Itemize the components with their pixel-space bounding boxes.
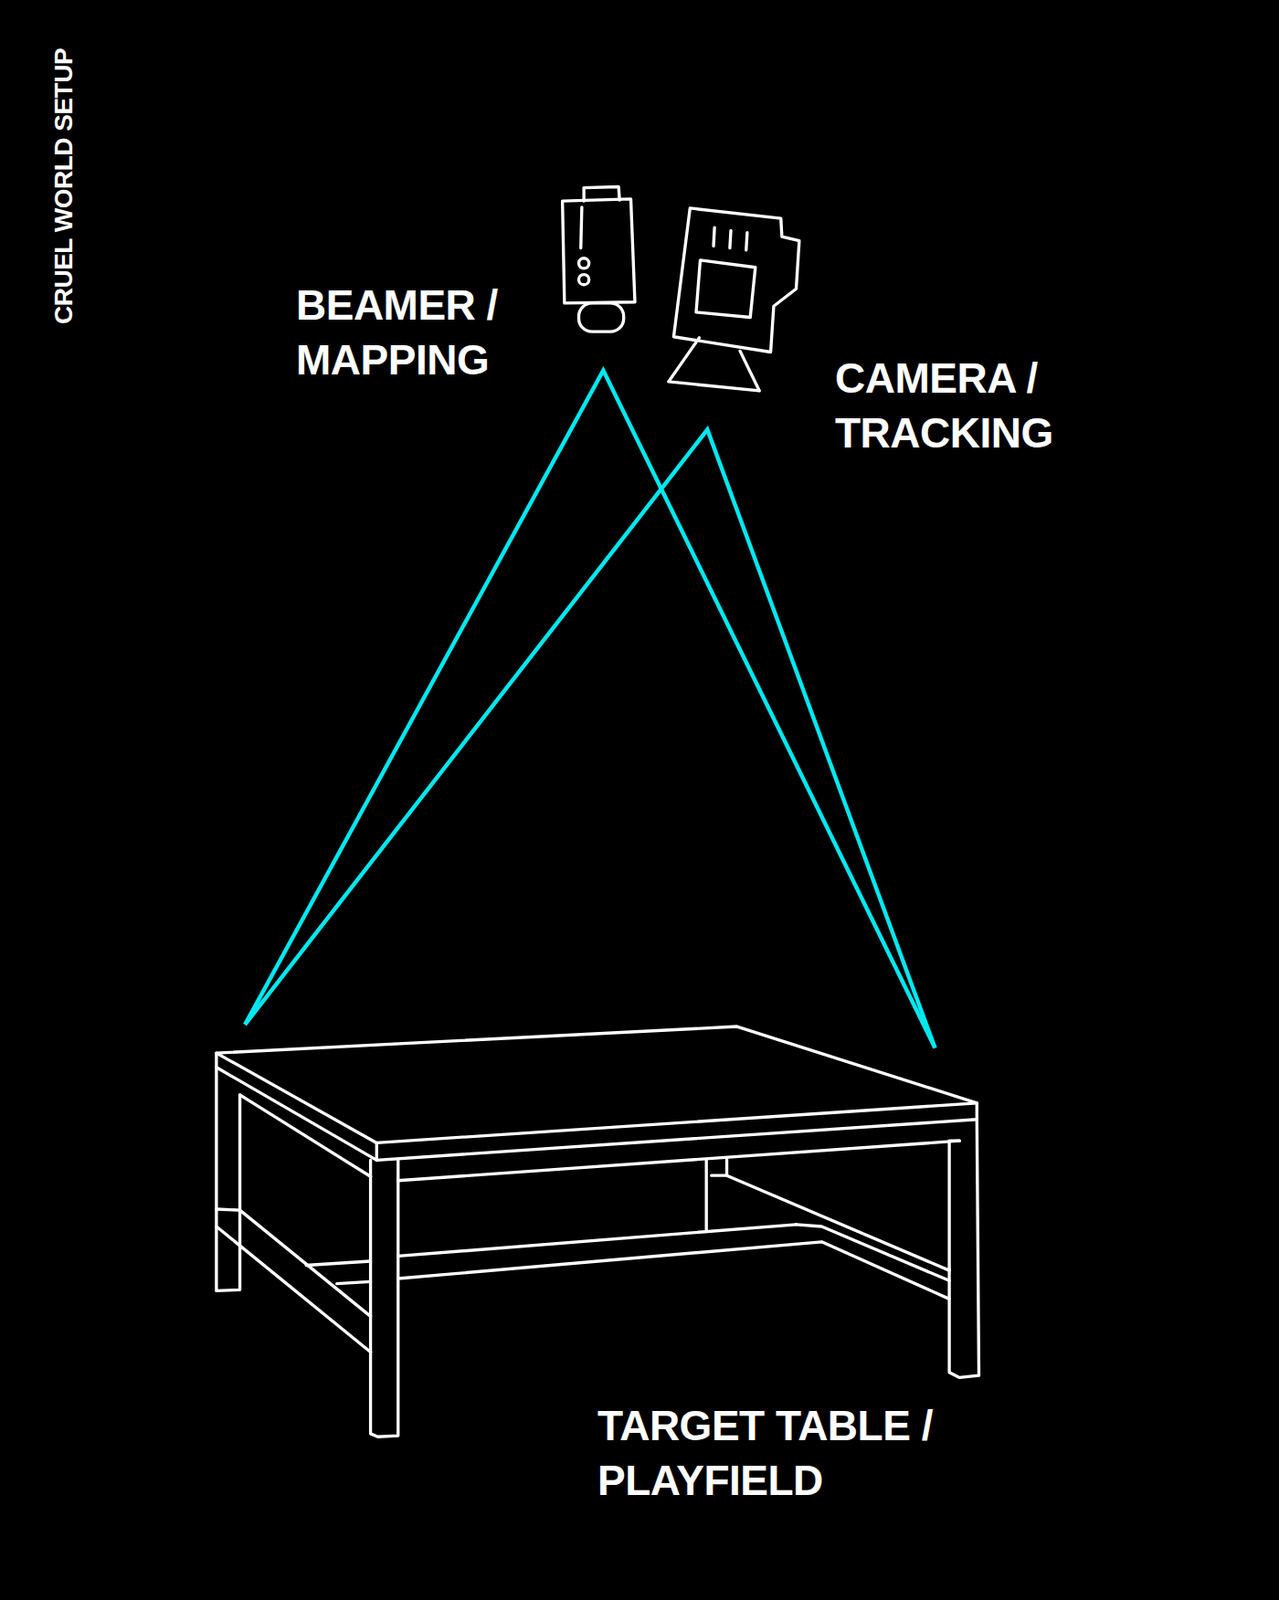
page-title: CRUEL WORLD SETUP: [51, 48, 77, 325]
camera-view: [244, 429, 935, 1048]
beamer-label: BEAMER / MAPPING: [295, 277, 571, 388]
camera-icon: [668, 208, 800, 392]
projector-beam: [244, 370, 935, 1049]
beam-lines: [244, 370, 935, 1049]
camera-label: CAMERA / TRACKING: [835, 350, 1110, 461]
table-drawing: [216, 1026, 980, 1438]
projector-icon: [562, 186, 635, 332]
table-label: TARGET TABLE / PLAYFIELD: [597, 1398, 967, 1509]
